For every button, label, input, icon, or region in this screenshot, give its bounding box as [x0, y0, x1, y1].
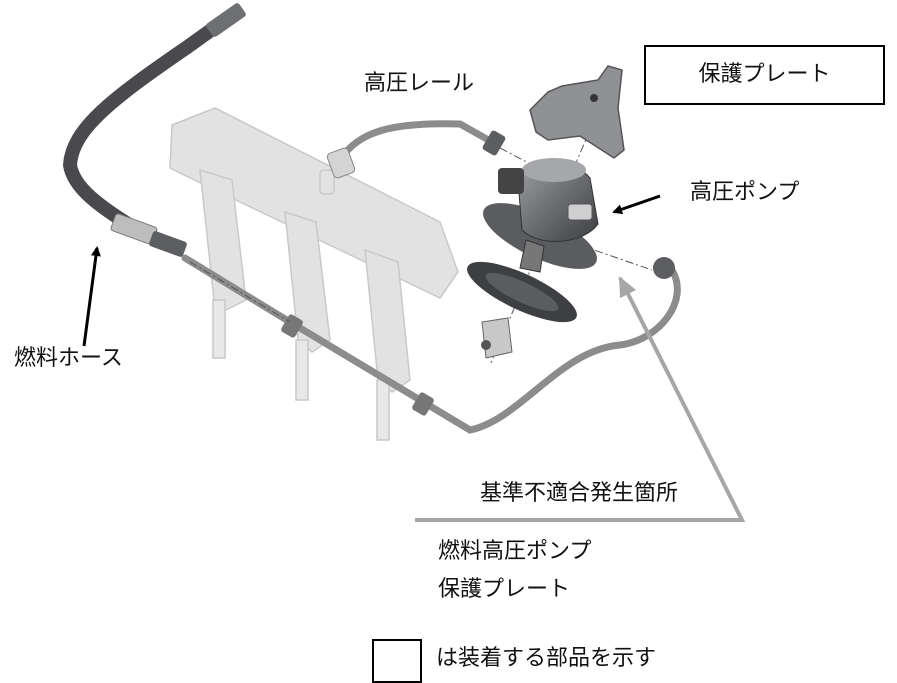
pump-arrow — [612, 194, 661, 215]
fuel-rail-ghost — [169, 107, 459, 441]
nonconformance-callout — [415, 276, 746, 522]
protection-plate-box: 保護プレート — [644, 45, 885, 105]
fuel-hose — [62, 3, 246, 257]
legend-text: は装着する部品を示す — [436, 646, 657, 671]
label-component-line1: 燃料高圧ポンプ — [438, 539, 592, 564]
label-component-line2: 保護プレート — [438, 577, 571, 602]
label-high-pressure-pump: 高圧ポンプ — [690, 180, 800, 205]
protection-plate — [529, 65, 625, 159]
label-fuel-hose: 燃料ホース — [14, 346, 123, 371]
high-pressure-pump — [483, 158, 599, 273]
label-protection-plate: 保護プレート — [698, 61, 831, 87]
label-high-pressure-rail: 高圧レール — [364, 71, 475, 96]
label-nonconformance-location: 基準不適合発生箇所 — [480, 481, 679, 506]
high-pressure-line — [326, 120, 506, 179]
tappet — [481, 317, 513, 359]
pump-flange — [467, 261, 577, 323]
legend-box-icon — [372, 639, 422, 683]
hose-arrow — [82, 246, 101, 347]
